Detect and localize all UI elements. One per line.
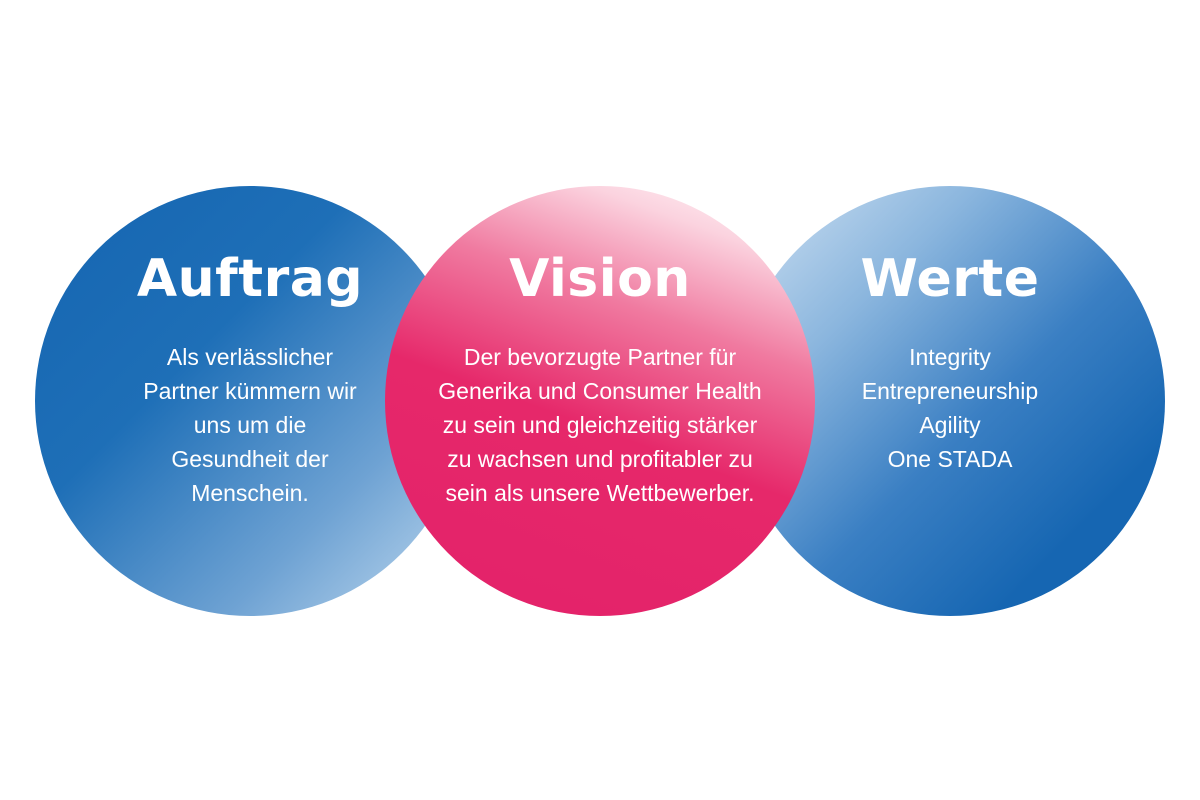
auftrag-text-line: Partner kümmern wir (143, 378, 357, 404)
werte-text: Integrity Entrepreneurship Agility One S… (735, 340, 1165, 476)
werte-text-line: Integrity (909, 344, 991, 370)
werte-text-line: Agility (919, 412, 981, 438)
werte-text-line: One STADA (887, 446, 1013, 472)
vision-text: Der bevorzugte Partner für Generika und … (385, 340, 815, 510)
auftrag-text-line: Als verlässlicher (166, 344, 334, 370)
vision-text-line: Der bevorzugte Partner für (463, 344, 737, 370)
vision-text-line: Generika und Consumer Health (438, 378, 762, 404)
auftrag-title: Auftrag (136, 249, 364, 309)
vision-text-line: zu sein und gleichzeitig stärker (442, 412, 758, 438)
auftrag-text-line: Gesundheit der (171, 446, 329, 472)
werte-title: Werte (860, 249, 1040, 309)
vision-text-line: sein als unsere Wettbewerber. (445, 480, 755, 506)
vision-title: Vision (509, 249, 691, 309)
vision-text-line: zu wachsen und profitabler zu (447, 446, 753, 472)
auftrag-text-line: uns um die (193, 412, 307, 438)
vision-circle: Vision Der bevorzugte Partner für Generi… (385, 186, 815, 616)
auftrag-text: Als verlässlicher Partner kümmern wir un… (35, 340, 465, 510)
auftrag-text-line: Menschein. (191, 480, 309, 506)
werte-text-line: Entrepreneurship (861, 378, 1039, 404)
